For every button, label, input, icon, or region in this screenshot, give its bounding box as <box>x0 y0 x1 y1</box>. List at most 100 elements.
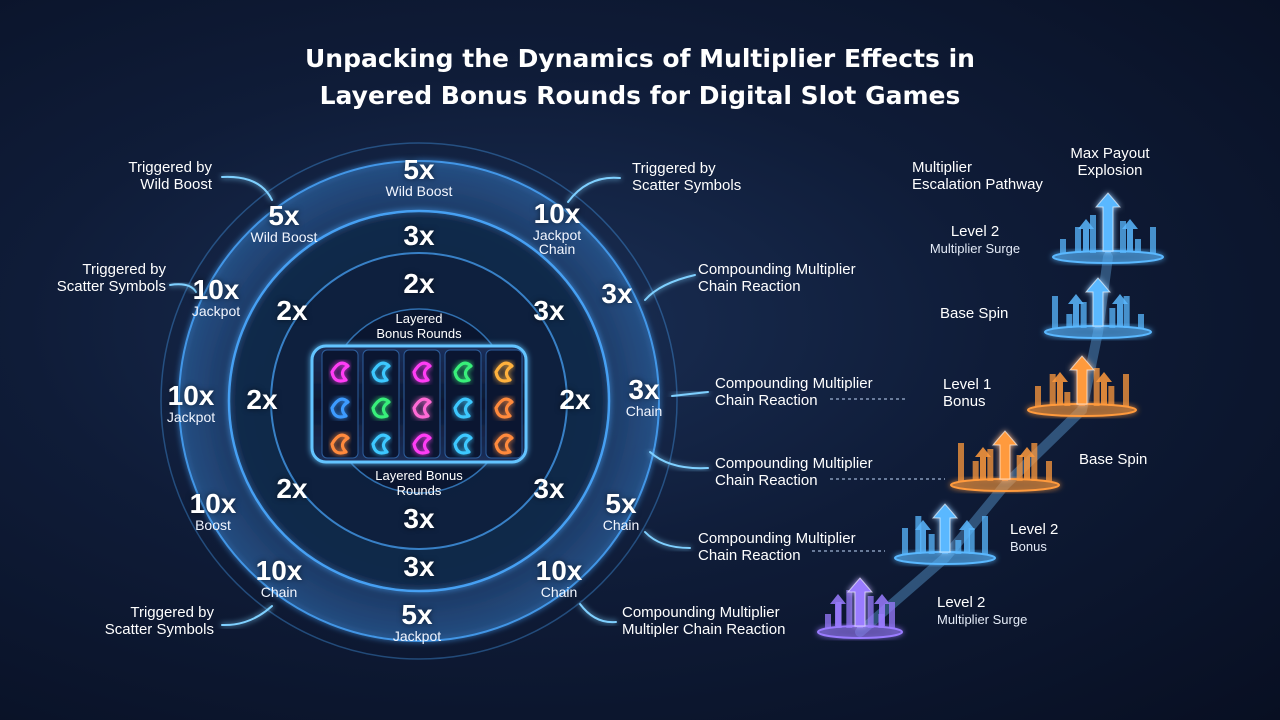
ring-label-bottom-outer: 5x Jackpot <box>392 599 442 644</box>
title-line-2: Layered Bonus Rounds for Digital Slot Ga… <box>319 81 961 110</box>
reel-column <box>321 349 359 459</box>
up-arrow-icon <box>1112 294 1128 326</box>
up-arrow-icon <box>1084 277 1112 327</box>
stack-bar <box>1016 455 1023 481</box>
stack-bar <box>1031 443 1038 481</box>
up-arrow-icon <box>1068 355 1096 405</box>
up-arrow-icon <box>959 520 975 552</box>
connector-arrow <box>644 531 691 549</box>
up-arrow-icon <box>915 520 931 552</box>
connector-arrow <box>169 283 197 293</box>
ring-label-left-outer-c: 10x Boost <box>189 488 237 533</box>
pathway-step-level2-surge-bottom: Level 2 Multiplier Surge <box>937 594 1028 627</box>
up-arrow-icon <box>975 447 991 479</box>
up-arrow-icon <box>1122 219 1138 251</box>
ring-label-bottom-inner: 3x <box>403 503 435 534</box>
stack-bar <box>1049 374 1056 406</box>
up-arrow-icon <box>1096 372 1112 404</box>
up-arrow-icon <box>1094 192 1122 252</box>
connector-arrow <box>567 176 621 203</box>
reel-column <box>485 349 523 459</box>
reel-symbol-icon <box>330 433 350 455</box>
reel-symbol-icon <box>453 433 473 455</box>
pathway-stack <box>817 577 903 639</box>
up-arrow-icon <box>830 594 846 626</box>
ring-label-lower-left-outer: 10x Chain <box>255 555 303 600</box>
pathway-step-base-spin-mid: Base Spin <box>1079 451 1148 468</box>
connector-arrow <box>221 605 273 627</box>
page-title: Unpacking the Dynamics of Multiplier Eff… <box>0 40 1280 114</box>
ring-label-right-outer-a: 3x <box>601 278 633 309</box>
up-arrow-icon <box>1052 372 1068 404</box>
center-label-top: Layered Bonus Rounds <box>376 311 462 341</box>
pathway-step-base-spin-top: Base Spin <box>940 305 1009 322</box>
reel-symbol-icon <box>330 397 350 419</box>
reel-column <box>444 349 482 459</box>
ring-label-left-mid-a: 2x <box>276 295 308 326</box>
stack-bar <box>1150 227 1156 253</box>
stack-bar <box>955 540 962 554</box>
center-label-bottom: Layered Bonus Rounds <box>375 468 463 498</box>
stack-bar <box>968 528 975 554</box>
title-line-1: Unpacking the Dynamics of Multiplier Eff… <box>305 44 975 73</box>
ring-label-right-inner-b: 2x <box>559 384 591 415</box>
pathway-step-level1-bonus: Level 1 Bonus <box>943 376 992 410</box>
stack-bar <box>1075 227 1081 253</box>
stack-bar <box>1066 314 1073 328</box>
reel-symbol-icon <box>330 361 350 383</box>
trigger-label-wild-top-left: Triggered by Wild Boost <box>128 159 212 193</box>
stack-bar <box>972 461 979 481</box>
pathway-stack <box>950 430 1060 492</box>
stack-bar <box>1138 314 1144 328</box>
trigger-label-scatter-left: Triggered by Scatter Symbols <box>56 261 166 295</box>
up-arrow-icon <box>991 430 1019 480</box>
connector-arrow <box>579 603 617 624</box>
stack-bar <box>889 602 895 628</box>
ring-label-top-outer: 5x Wild Boost <box>385 154 453 199</box>
pathway-stack <box>1027 355 1137 417</box>
pathway-step-level2-bonus: Level 2 Bonus <box>1010 521 1059 554</box>
stack-bar <box>928 534 935 554</box>
stack-bar <box>1123 374 1129 406</box>
reel-symbol-icon <box>412 433 432 455</box>
reel-column <box>362 349 400 459</box>
reel-symbol-icon <box>371 397 391 419</box>
reel-symbol-icon <box>494 397 514 419</box>
stack-bar <box>1123 296 1130 328</box>
pathway-step-level2-surge-top: Level 2 Multiplier Surge <box>929 223 1021 256</box>
reel-column <box>403 349 441 459</box>
stack-bar <box>1109 308 1116 328</box>
stack-bar <box>1093 368 1100 406</box>
stack-bar <box>958 443 964 481</box>
stack-bar <box>902 528 908 554</box>
pathway-top-label: Max Payout Explosion <box>1070 145 1150 179</box>
reel-symbol-icon <box>494 361 514 383</box>
chain-label-3: Compounding Multiplier Chain Reaction <box>715 455 873 489</box>
trigger-label-scatter-top-right: Triggered by Scatter Symbols <box>632 160 742 194</box>
reel-symbol-icon <box>412 397 432 419</box>
up-arrow-icon <box>931 503 959 553</box>
reel-symbol-icon <box>453 361 473 383</box>
connector-arrow <box>644 274 696 301</box>
connector-arrow <box>221 175 273 201</box>
stack-bar <box>825 614 831 628</box>
ring-label-right-outer-c: 5x Chain <box>602 488 640 533</box>
reel-symbol-icon <box>453 397 473 419</box>
up-arrow-icon <box>1078 219 1094 251</box>
ring-label-upper-left-outer: 5x Wild Boost <box>250 200 318 245</box>
ring-label-lower-right-outer: 10x Chain <box>535 555 583 600</box>
ring-label-upper-right-outer: 10x Jackpot Chain <box>532 198 582 257</box>
ring-label-left-outer-a: 10x Jackpot <box>191 274 241 319</box>
stack-bar <box>1080 302 1087 328</box>
stack-bar <box>1090 215 1096 253</box>
chain-label-1: Compounding Multiplier Chain Reaction <box>698 261 856 295</box>
ring-label-right-outer-b: 3x Chain <box>625 374 663 419</box>
connector-arrow <box>671 391 709 397</box>
stack-bar <box>982 516 988 554</box>
connector-arrow <box>649 451 709 470</box>
stack-bar <box>1035 386 1041 406</box>
stack-bar <box>1060 239 1066 253</box>
ring-label-left-outer-b: 10x Jackpot <box>166 380 216 425</box>
ring-label-top-mid: 3x <box>403 220 435 251</box>
